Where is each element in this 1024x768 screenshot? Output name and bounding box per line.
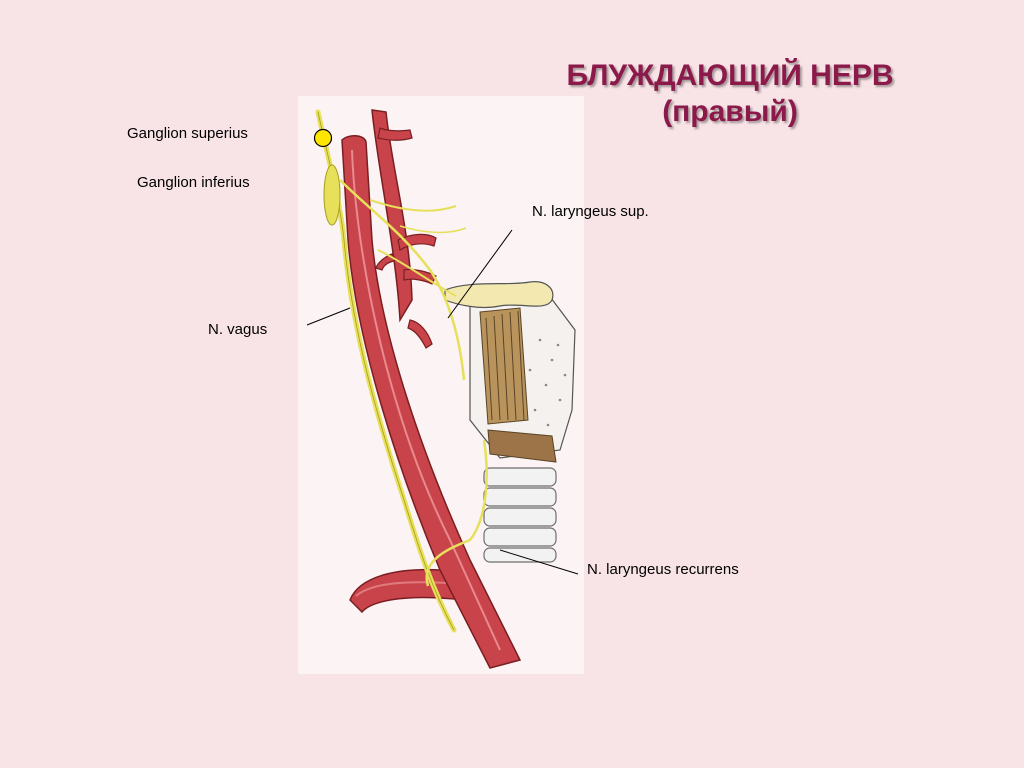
common-carotid-artery — [341, 135, 522, 669]
hyoid-bone — [444, 281, 554, 309]
ganglion-superius-marker — [313, 128, 333, 148]
pointer-n-laryngeus-sup — [447, 229, 513, 319]
label-ganglion-superius: Ganglion superius — [127, 125, 248, 142]
slide-title: БЛУЖДАЮЩИЙ НЕРВ (правый) — [520, 58, 940, 130]
pointer-n-laryngeus-recurrens — [499, 549, 579, 575]
label-ganglion-inferius: Ganglion inferius — [137, 174, 250, 191]
title-line-2: (правый) — [662, 95, 798, 128]
cricothyroid-muscle — [487, 429, 557, 463]
recurrent-laryngeal-nerve — [425, 439, 488, 587]
external-carotid-artery — [371, 109, 413, 323]
superior-laryngeal-nerve — [339, 179, 466, 381]
trachea — [483, 467, 557, 563]
label-n-laryngeus-recurrens: N. laryngeus recurrens — [587, 561, 739, 578]
pointer-n-vagus — [306, 307, 351, 326]
label-n-laryngeus-sup: N. laryngeus sup. — [532, 203, 649, 220]
thyrohyoid-muscle — [479, 307, 529, 425]
ganglion-inferius-swelling — [323, 164, 341, 226]
label-n-vagus: N. vagus — [208, 321, 268, 338]
title-line-1: БЛУЖДАЮЩИЙ НЕРВ — [566, 59, 894, 92]
